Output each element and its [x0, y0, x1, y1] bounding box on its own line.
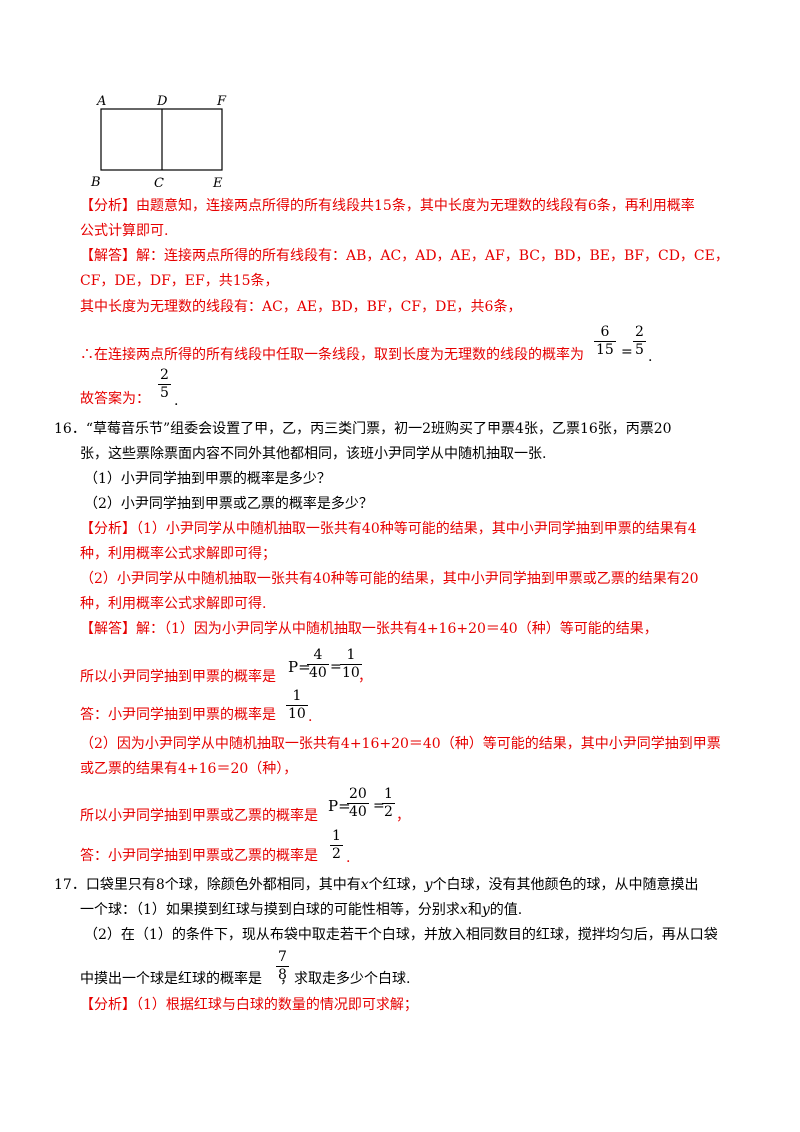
- variable-y: y: [424, 877, 433, 893]
- q17-text-1c: 个白球，没有其他颜色的球，从中随意摸出: [432, 877, 699, 893]
- q15-answer-line-3: 其中长度为无理数的线段有：AC，AE，BD，BF，CF，DE，共6条，: [80, 299, 522, 315]
- denominator: 40: [309, 665, 327, 681]
- q16-analysis-text: （1）小尹同学从中随机抽取一张共有40种等可能的结果，其中小尹同学抽到甲票的结果…: [136, 521, 697, 537]
- q17-question-line-1: 17．口袋里只有8个球，除颜色外都相同，其中有x个红球，y个白球，没有其他颜色的…: [54, 876, 699, 894]
- variable-x: x: [360, 877, 369, 893]
- analysis-tag: 【分析】: [80, 521, 136, 537]
- q15-period: .: [648, 349, 653, 365]
- q16-answer-line-3: （2）因为小尹同学从中随机抽取一张共有4+16+20＝40（种）等可能的结果，其…: [80, 736, 721, 752]
- analysis-tag: 【分析】: [80, 198, 136, 214]
- answer-tag: 【解答】: [80, 621, 136, 637]
- q17-analysis-line-1: 【分析】（1）根据红球与白球的数量的情况即可求解；: [80, 996, 418, 1014]
- q16-period-2: .: [346, 850, 351, 866]
- q16-analysis-line-3: （2）小尹同学从中随机抽取一张共有40种等可能的结果，其中小尹同学抽到甲票或乙票…: [80, 571, 699, 587]
- numerator: 1: [346, 647, 356, 663]
- q16-analysis-line-2: 种，利用概率公式求解即可得；: [80, 546, 276, 562]
- denominator: 10: [288, 706, 306, 722]
- label-b: B: [90, 175, 101, 190]
- q16-p-label-1: P=: [288, 658, 311, 676]
- numerator: 1: [292, 688, 302, 704]
- q17-question-line-3: （2）在（1）的条件下，现从布袋中取走若干个白球，并放入相同数目的红球，搅拌均匀…: [84, 927, 718, 943]
- denominator: 2: [384, 804, 393, 820]
- q15-answer-line-1: 【解答】解：连接两点所得的所有线段有：AB，AC，AD，AE，AF，BC，BD，…: [80, 247, 729, 265]
- q16-p-label-2: P=: [328, 797, 351, 815]
- label-a: A: [96, 94, 106, 109]
- numerator: 7: [278, 949, 287, 965]
- q15-answer-text: 解：连接两点所得的所有线段有：AB，AC，AD，AE，AF，BC，BD，BE，B…: [136, 248, 729, 264]
- numerator: 20: [349, 786, 367, 802]
- denominator: 8: [278, 967, 287, 983]
- numerator: 1: [332, 828, 341, 844]
- numerator: 2: [635, 324, 644, 340]
- denominator: 5: [160, 385, 169, 401]
- denominator: 40: [349, 804, 367, 820]
- q17-text-1a: 17．口袋里只有8个球，除颜色外都相同，其中有: [54, 877, 361, 893]
- q15-final-answer: 故答案为：: [80, 391, 150, 407]
- q17-text-2a: 一个球：（1）如果摸到红球与摸到白球的可能性相等，分别求: [80, 902, 460, 918]
- denominator: 5: [635, 342, 644, 358]
- q16-question-line-2: 张，这些票除票面内容不同外其他都相同，该班小尹同学从中随机抽取一张.: [80, 446, 547, 462]
- q15-analysis-text: 由题意知，连接两点所得的所有线段共15条，其中长度为无理数的线段有6条，再利用概…: [136, 198, 695, 214]
- numerator: 1: [384, 786, 393, 802]
- q16-subquestion-1: （1）小尹同学抽到甲票的概率是多少？: [84, 471, 331, 487]
- label-f: F: [216, 94, 227, 109]
- numerator: 6: [600, 324, 610, 340]
- q16-conclusion-1: 答：小尹同学抽到甲票的概率是: [80, 707, 276, 723]
- q16-answer-line-4: 或乙票的结果有4+16＝20（种），: [80, 761, 298, 777]
- label-c: C: [154, 176, 164, 190]
- denominator: 2: [332, 846, 341, 862]
- q16-question-line-1: 16．“草莓音乐节”组委会设置了甲，乙，丙三类门票，初一2班购买了甲票4张，乙票…: [54, 421, 672, 437]
- q16-answer-line-1: 【解答】解：（1）因为小尹同学从中随机抽取一张共有4+16+20＝40（种）等可…: [80, 620, 658, 638]
- q17-text-2c: 的值.: [489, 902, 523, 918]
- q16-period-1: .: [308, 709, 313, 725]
- numerator: 2: [160, 367, 169, 383]
- variable-x: x: [459, 902, 468, 918]
- q16-comma-1: ，: [358, 669, 372, 685]
- q16-equals-2: =: [373, 798, 385, 814]
- q17-text-2b: 和: [467, 902, 482, 918]
- denominator: 10: [342, 665, 360, 681]
- denominator: 15: [596, 342, 614, 358]
- q16-comma-2: ，: [396, 808, 410, 824]
- q16-answer-text: 解：（1）因为小尹同学从中随机抽取一张共有4+16+20＝40（种）等可能的结果…: [136, 621, 658, 637]
- label-e: E: [212, 176, 223, 190]
- q16-answer-line-5: 所以小尹同学抽到甲票或乙票的概率是: [80, 808, 318, 824]
- q16-analysis-line-1: 【分析】（1）小尹同学从中随机抽取一张共有40种等可能的结果，其中小尹同学抽到甲…: [80, 520, 697, 538]
- q17-text-4b: ，求取走多少个白球.: [280, 971, 411, 987]
- label-d: D: [156, 94, 168, 109]
- q16-conclusion-2: 答：小尹同学抽到甲票或乙票的概率是: [80, 848, 318, 864]
- variable-y: y: [481, 902, 490, 918]
- q15-final-period: .: [174, 393, 179, 409]
- numerator: 4: [313, 647, 323, 663]
- q16-analysis-line-4: 种，利用概率公式求解即可得.: [80, 596, 267, 612]
- q15-answer-line-2: CF，DE，DF，EF，共15条，: [80, 273, 279, 289]
- q16-subquestion-2: （2）小尹同学抽到甲票或乙票的概率是多少？: [84, 496, 373, 512]
- analysis-tag: 【分析】: [80, 997, 136, 1013]
- q15-analysis-line-2: 公式计算即可.: [80, 223, 169, 239]
- q17-analysis-text: （1）根据红球与白球的数量的情况即可求解；: [136, 997, 418, 1013]
- q17-question-line-4: 中摸出一个球是红球的概率是 ，求取走多少个白球.: [80, 970, 410, 988]
- q17-text-4a: 中摸出一个球是红球的概率是: [80, 971, 262, 987]
- q15-answer-line-4: ∴在连接两点所得的所有线段中任取一条线段，取到长度为无理数的线段的概率为: [80, 347, 584, 363]
- q16-equals-1: =: [330, 659, 342, 675]
- q15-equals: =: [621, 344, 633, 360]
- q17-text-1b: 个红球，: [368, 877, 425, 893]
- q16-answer-line-2: 所以小尹同学抽到甲票的概率是: [80, 669, 276, 685]
- q15-analysis-line-1: 【分析】由题意知，连接两点所得的所有线段共15条，其中长度为无理数的线段有6条，…: [80, 197, 695, 215]
- rectangle-figure: A D F B C E: [90, 94, 227, 190]
- answer-tag: 【解答】: [80, 248, 136, 264]
- q17-question-line-2: 一个球：（1）如果摸到红球与摸到白球的可能性相等，分别求x和y的值.: [80, 901, 522, 919]
